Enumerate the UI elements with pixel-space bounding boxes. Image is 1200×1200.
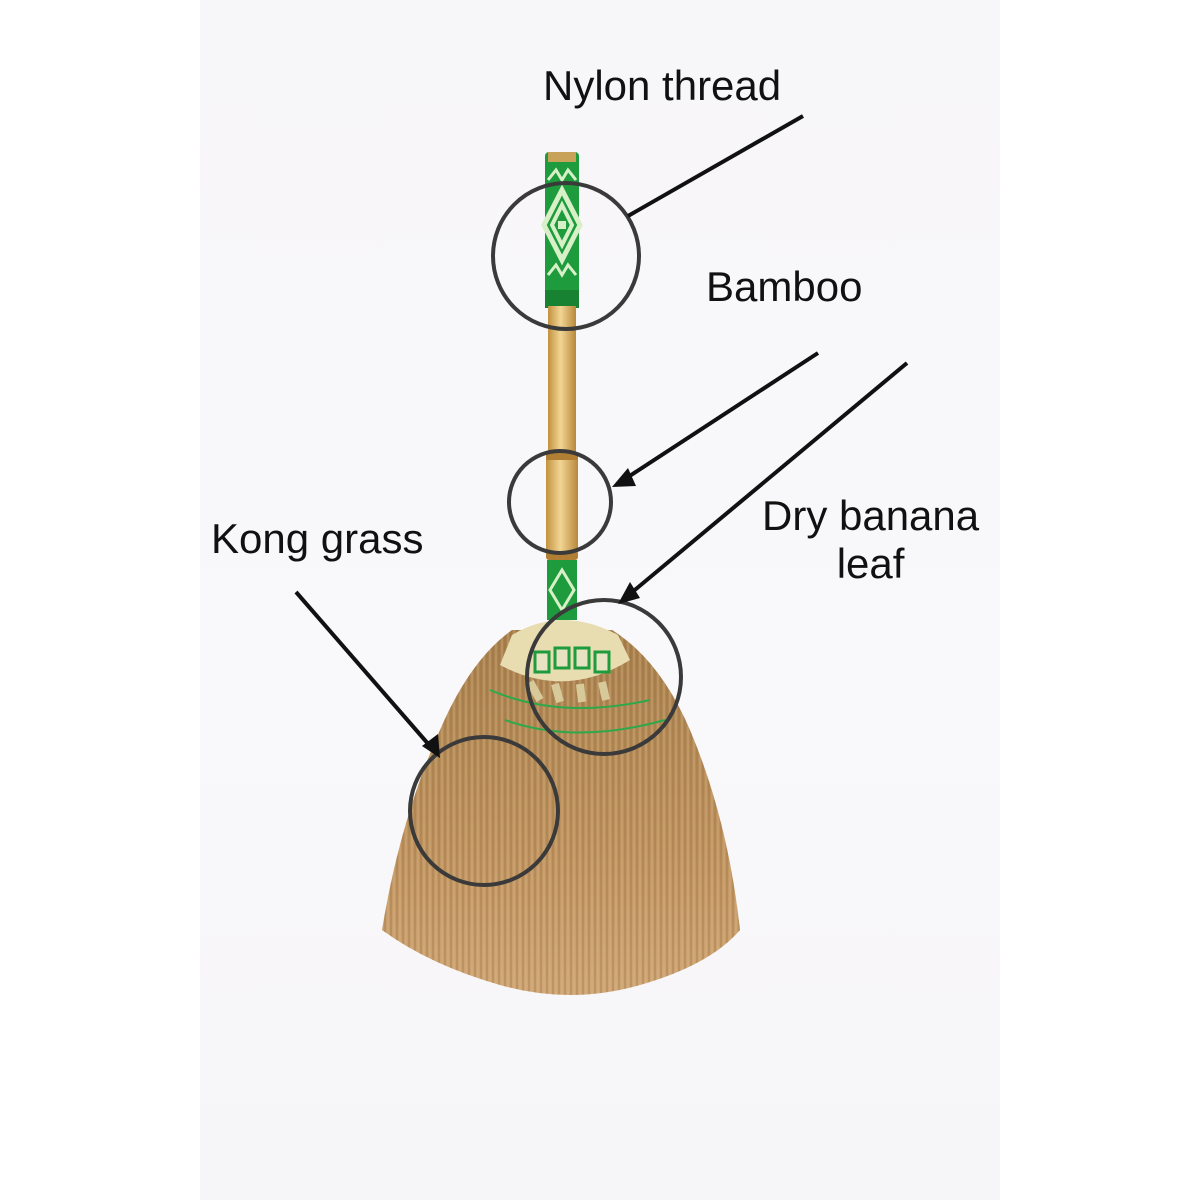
callout-arrow-kong-grass (294, 590, 432, 748)
handle-wrap (541, 152, 583, 308)
callout-circle-nylon (491, 181, 641, 331)
bamboo-shaft (546, 306, 578, 560)
callout-circle-banana-leaf (525, 598, 683, 756)
label-dry-banana-leaf-line1: Dry banana (762, 492, 980, 539)
label-kong-grass: Kong grass (211, 515, 424, 562)
label-dry-banana-leaf: Dry banana leaf (762, 492, 979, 588)
lower-wrap (547, 560, 577, 620)
label-nylon-thread: Nylon thread (543, 62, 782, 109)
arrowhead-bamboo (612, 468, 636, 487)
callout-arrow-bamboo (623, 351, 820, 481)
callout-circle-bamboo (507, 449, 613, 555)
label-dry-banana-leaf-line2: leaf (836, 540, 905, 587)
broom-head (382, 630, 740, 995)
callout-line-nylon (627, 114, 804, 218)
callout-arrow-banana-leaf (628, 361, 909, 596)
callout-circle-kong-grass (408, 735, 560, 887)
arrowhead-banana-leaf (618, 582, 640, 604)
label-bamboo: Bamboo (706, 263, 863, 310)
arrowhead-kong-grass (422, 734, 440, 758)
banana-leaf-collar (500, 620, 630, 704)
